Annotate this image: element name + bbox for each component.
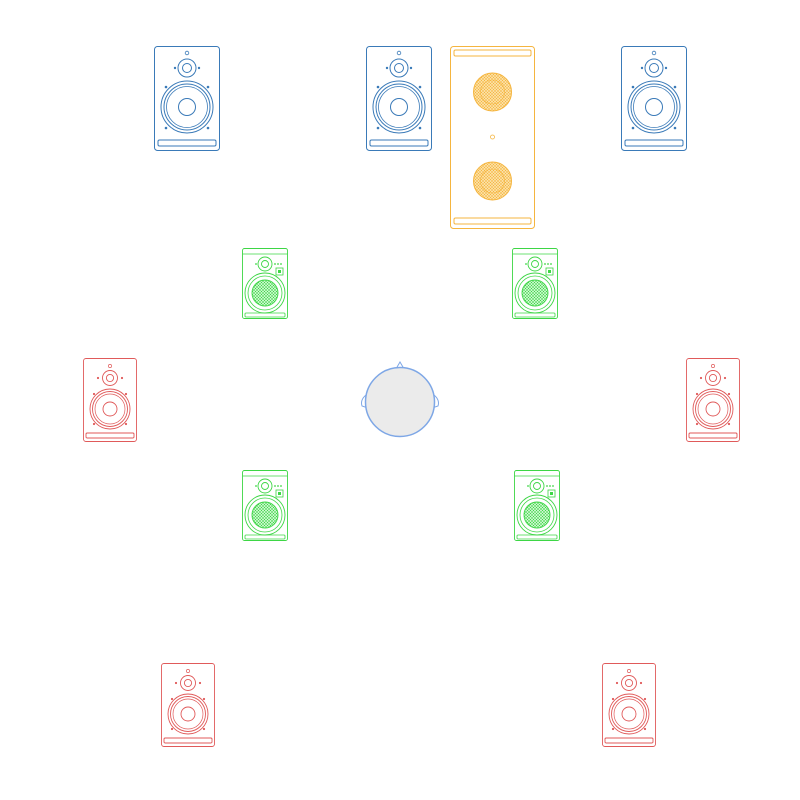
- top-rear-left-speaker-icon: [242, 470, 288, 541]
- top-rear-right-speaker-icon: [514, 470, 560, 541]
- listener-head-icon: [361, 361, 439, 438]
- rear-right-speaker-icon: [602, 663, 656, 747]
- top-front-right-speaker-icon: [512, 248, 558, 319]
- center-speaker-icon: [366, 46, 432, 151]
- subwoofer-icon: [450, 46, 535, 229]
- side-right-speaker-icon: [686, 358, 740, 442]
- side-left-speaker-icon: [83, 358, 137, 442]
- top-front-left-speaker-icon: [242, 248, 288, 319]
- front-right-speaker-icon: [621, 46, 687, 151]
- front-left-speaker-icon: [154, 46, 220, 151]
- rear-left-speaker-icon: [161, 663, 215, 747]
